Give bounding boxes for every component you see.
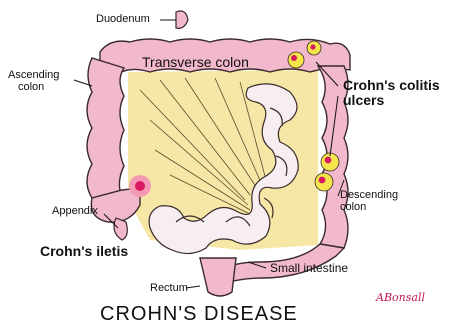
artist-signature: ABonsall [376,292,425,304]
label-descending-colon-line1: Descending [340,190,398,202]
label-crohns-colitis-ulcers: Crohn's colitis ulcers [343,78,440,107]
diagram-title: CROHN'S DISEASE [100,304,298,325]
label-ascending-colon: Ascending colon [8,70,59,93]
label-small-intestine: Small intestine [270,262,348,275]
label-ascending-colon-line2: colon [8,82,59,94]
label-rectum: Rectum [150,283,188,295]
appendix [114,218,127,240]
label-appendix: Appendix [52,206,98,218]
label-crohns-colitis-line2: ulcers [343,93,440,108]
label-descending-colon-line2: colon [340,202,398,214]
label-transverse-colon: Transverse colon [142,55,249,70]
label-descending-colon: Descending colon [340,190,398,213]
crohns-ileitis-spot [129,175,151,197]
label-crohns-ileitis: Crohn's iletis [40,244,128,259]
label-duodenum: Duodenum [96,14,150,26]
label-ascending-colon-line1: Ascending [8,70,59,82]
duodenum [176,11,188,28]
label-crohns-colitis-line1: Crohn's colitis [343,78,440,93]
